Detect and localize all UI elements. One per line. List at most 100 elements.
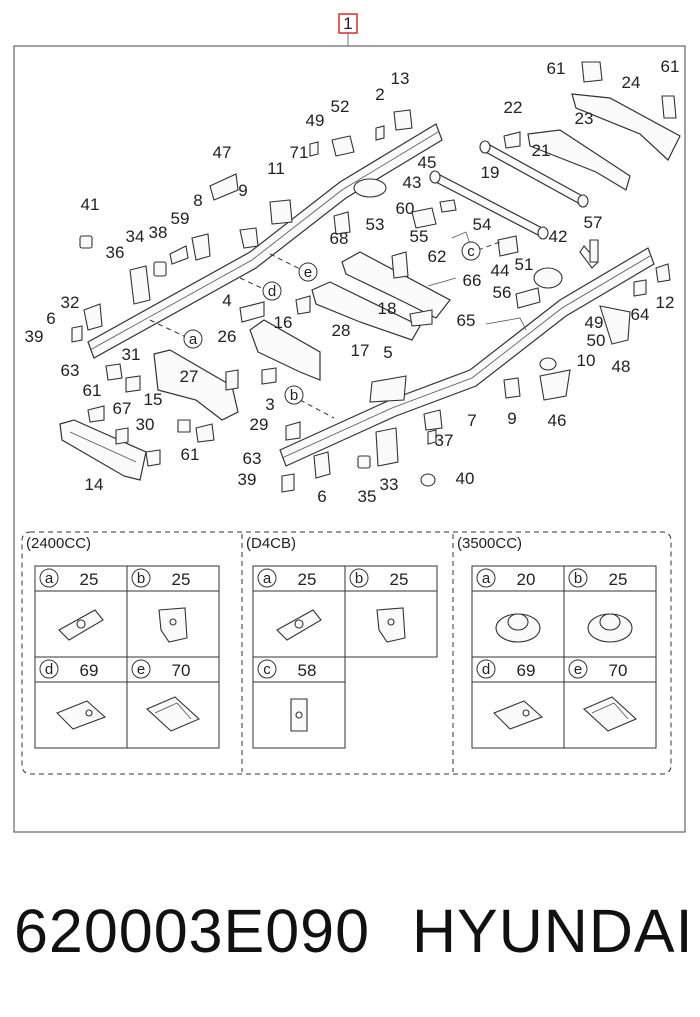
callout-40[interactable]: 40	[456, 469, 475, 488]
callout-39[interactable]: 39	[238, 470, 257, 489]
callout-61[interactable]: 61	[547, 59, 566, 78]
svg-text:b: b	[290, 387, 298, 404]
callout-10[interactable]: 10	[577, 351, 596, 370]
callout-31[interactable]: 31	[122, 345, 141, 364]
detail-letter-a[interactable]: a	[183, 329, 203, 349]
callout-50[interactable]: 50	[587, 331, 606, 350]
callout-26[interactable]: 26	[218, 327, 237, 346]
detail-letter-e[interactable]: e	[298, 262, 318, 282]
callout-63[interactable]: 63	[243, 449, 262, 468]
callout-42[interactable]: 42	[549, 227, 568, 246]
callout-7[interactable]: 7	[467, 411, 476, 430]
callout-45[interactable]: 45	[418, 153, 437, 172]
callout-68[interactable]: 68	[330, 229, 349, 248]
detail-letter-b[interactable]: b	[284, 385, 304, 405]
callout-6[interactable]: 6	[46, 309, 55, 328]
callout-19[interactable]: 19	[481, 163, 500, 182]
callout-49[interactable]: 49	[306, 111, 325, 130]
callout-60[interactable]: 60	[396, 199, 415, 218]
callout-59[interactable]: 59	[171, 209, 190, 228]
svg-text:70: 70	[609, 661, 628, 680]
callout-13[interactable]: 13	[391, 69, 410, 88]
callout-4[interactable]: 4	[222, 291, 231, 310]
detail-letters: a de b c	[183, 241, 481, 405]
callout-28[interactable]: 28	[332, 321, 351, 340]
callout-14[interactable]: 14	[85, 475, 104, 494]
callout-12[interactable]: 12	[656, 293, 675, 312]
callout-61[interactable]: 61	[181, 445, 200, 464]
front-bumper-14	[59, 419, 147, 481]
callout-51[interactable]: 51	[515, 255, 534, 274]
callout-43[interactable]: 43	[403, 173, 422, 192]
callout-38[interactable]: 38	[149, 223, 168, 242]
callout-36[interactable]: 36	[106, 243, 125, 262]
callout-27[interactable]: 27	[180, 367, 199, 386]
callout-41[interactable]: 41	[81, 195, 100, 214]
callout-48[interactable]: 48	[612, 357, 631, 376]
callout-46[interactable]: 46	[548, 411, 567, 430]
callout-62[interactable]: 62	[428, 247, 447, 266]
callout-64[interactable]: 64	[631, 305, 650, 324]
callout-54[interactable]: 54	[473, 215, 492, 234]
callout-65[interactable]: 65	[457, 311, 476, 330]
callout-39[interactable]: 39	[25, 327, 44, 346]
detail-letter-c[interactable]: c	[461, 241, 481, 261]
callout-67[interactable]: 67	[113, 399, 132, 418]
callout-33[interactable]: 33	[380, 475, 399, 494]
callout-15[interactable]: 15	[144, 390, 163, 409]
callout-66[interactable]: 66	[463, 271, 482, 290]
callout-71[interactable]: 71	[290, 143, 309, 162]
callout-44[interactable]: 44	[491, 261, 510, 280]
callout-53[interactable]: 53	[366, 215, 385, 234]
callout-56[interactable]: 56	[493, 283, 512, 302]
callout-23[interactable]: 23	[575, 109, 594, 128]
callout-16[interactable]: 16	[274, 313, 293, 332]
callout-8[interactable]: 8	[193, 191, 202, 210]
part-number: 620003E090	[14, 897, 371, 965]
callout-21[interactable]: 21	[532, 141, 551, 160]
callout-37[interactable]: 37	[435, 431, 454, 450]
callout-63[interactable]: 63	[61, 361, 80, 380]
callout-55[interactable]: 55	[410, 227, 429, 246]
callout-22[interactable]: 22	[504, 98, 523, 117]
assembly-ref-box[interactable]	[338, 13, 358, 34]
left-frame-rail	[87, 123, 443, 359]
callout-9[interactable]: 9	[507, 409, 516, 428]
svg-text:b: b	[574, 570, 582, 587]
callout-49[interactable]: 49	[585, 313, 604, 332]
callout-24[interactable]: 24	[622, 73, 641, 92]
callout-2[interactable]: 2	[375, 85, 384, 104]
callout-5[interactable]: 5	[383, 343, 392, 362]
callout-3[interactable]: 3	[265, 395, 274, 414]
callout-61[interactable]: 61	[83, 381, 102, 400]
callout-52[interactable]: 52	[331, 97, 350, 116]
callout-61[interactable]: 61	[661, 57, 680, 76]
callout-29[interactable]: 29	[250, 415, 269, 434]
callout-57[interactable]: 57	[584, 213, 603, 232]
callout-30[interactable]: 30	[136, 415, 155, 434]
callout-17[interactable]: 17	[351, 341, 370, 360]
callout-34[interactable]: 34	[126, 227, 145, 246]
svg-text:a: a	[482, 570, 491, 587]
svg-text:25: 25	[298, 570, 317, 589]
callout-18[interactable]: 18	[378, 299, 397, 318]
callout-47[interactable]: 47	[213, 143, 232, 162]
callout-11[interactable]: 11	[267, 159, 285, 178]
callout-32[interactable]: 32	[61, 293, 80, 312]
detail-letter-d[interactable]: d	[262, 281, 282, 301]
callout-35[interactable]: 35	[358, 487, 377, 506]
svg-text:a: a	[189, 331, 198, 348]
callout-9[interactable]: 9	[238, 181, 247, 200]
callout-6[interactable]: 6	[317, 487, 326, 506]
